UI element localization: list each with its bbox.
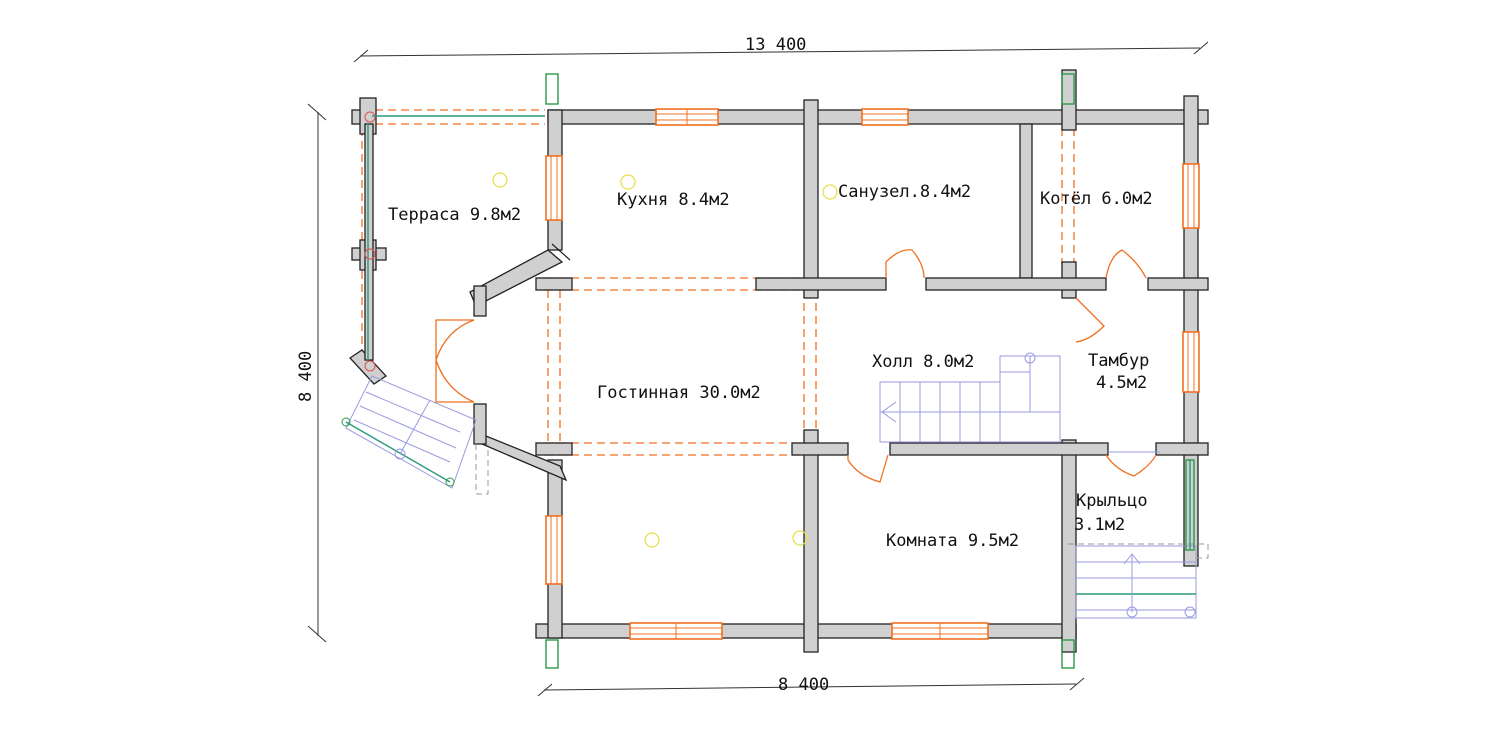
room-area-porch: 3.1м2 (1074, 515, 1125, 535)
room-label-living: Гостинная 30.0м2 (597, 383, 761, 403)
ceiling-lamps (492, 172, 838, 548)
room-label-terrace: Терраса 9.8м2 (388, 205, 521, 225)
windows (545, 108, 1200, 640)
room-label-bathroom: Санузел.8.4м2 (838, 182, 971, 202)
lamp-icon (620, 174, 636, 190)
left-dimension-label: 8 400 (296, 351, 316, 402)
room-area-vestibule: 4.5м2 (1096, 373, 1147, 393)
dimension-lines (307, 41, 1209, 697)
room-label-hall: Холл 8.0м2 (872, 352, 974, 372)
room-label-vestibule: Тамбур (1088, 351, 1149, 371)
hall-stairs (879, 352, 1061, 443)
beam-lines (361, 109, 1075, 456)
top-dimension-label: 13 400 (745, 35, 806, 55)
bottom-dimension-label: 8 400 (778, 675, 829, 695)
room-label-room: Комната 9.5м2 (886, 531, 1019, 551)
post-marks (545, 73, 1195, 669)
porch-stairs (1068, 451, 1209, 619)
lamp-icon (492, 172, 508, 188)
lamp-icon (792, 530, 808, 546)
room-label-kitchen: Кухня 8.4м2 (617, 190, 730, 210)
room-label-boiler: Котёл 6.0м2 (1040, 189, 1153, 209)
lamp-icon (644, 532, 660, 548)
room-label-porch: Крыльцо (1076, 491, 1148, 511)
terrace-railing (341, 111, 545, 495)
walls (349, 69, 1209, 653)
lamp-icon (822, 184, 838, 200)
doors (435, 249, 1157, 483)
